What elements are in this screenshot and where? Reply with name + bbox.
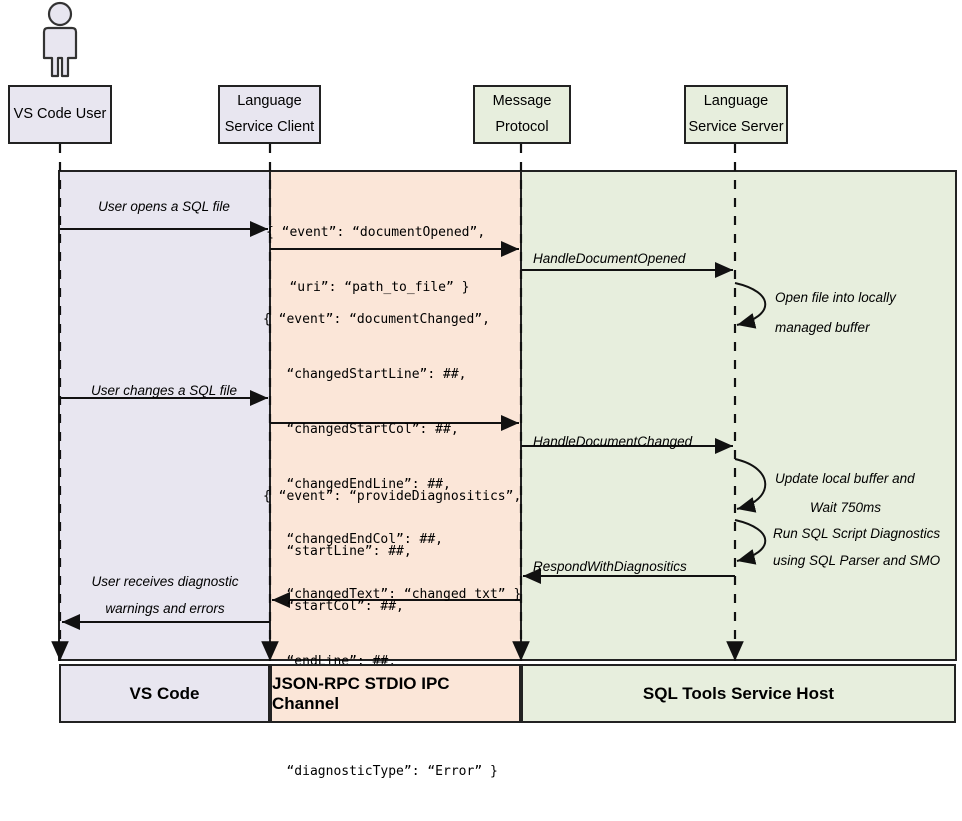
message-arrows <box>60 221 735 630</box>
payload-line: { “event”: “documentOpened”, <box>266 225 486 240</box>
participant-message-protocol[interactable]: Message Protocol <box>473 85 571 144</box>
self-loop-arrows <box>734 282 767 565</box>
participant-label-line2: Protocol <box>495 118 549 135</box>
footer-label: SQL Tools Service Host <box>642 683 835 703</box>
participant-label-line1: Message <box>492 93 552 110</box>
message-label-user-receives-diagnostics-line1: User receives diagnostic <box>91 574 239 589</box>
message-label-user-opens-sql-file: User opens a SQL file <box>98 199 230 214</box>
payload-line: “changedEndLine”: ##, <box>263 477 451 492</box>
vs-code-band <box>58 170 271 661</box>
participant-label: VS Code User <box>13 105 107 122</box>
participant-label-line2: Service Client <box>224 118 315 135</box>
sequence-diagram-canvas: VS Code User Language Service Client Mes… <box>8 1 957 778</box>
participant-label-line2: Service Server <box>688 118 784 135</box>
footer-vs-code[interactable]: VS Code <box>59 664 270 723</box>
note-run-diagnostics-line2: using SQL Parser and SMO <box>773 553 941 568</box>
participant-language-service-client[interactable]: Language Service Client <box>218 85 321 144</box>
footer-service-host[interactable]: SQL Tools Service Host <box>521 664 956 723</box>
note-update-buffer-line1: Update local buffer and <box>775 471 915 486</box>
payload-line: “changedEndCol”: ##, <box>263 532 444 547</box>
message-label-handle-document-opened: HandleDocumentOpened <box>533 251 686 266</box>
note-run-diagnostics-line1: Run SQL Script Diagnostics <box>773 526 941 541</box>
message-label-user-receives-diagnostics-line2: warnings and errors <box>105 601 225 616</box>
payload-line: “changedStartCol”: ##, <box>263 422 459 437</box>
note-open-file-line1: Open file into locally <box>775 290 896 305</box>
ipc-band <box>269 170 522 661</box>
footer-label: VS Code <box>129 683 200 703</box>
payload-line: “startLine”: ##, <box>263 544 412 559</box>
participant-language-service-server[interactable]: Language Service Server <box>684 85 788 144</box>
provide-diagnositics-payload: { “event”: “provideDiagnositics”, “start… <box>263 464 521 820</box>
payload-line: “diagnosticType”: “Error” } <box>263 764 498 779</box>
participant-label-line1: Language <box>703 93 769 110</box>
vs-code-user-actor <box>42 1 78 78</box>
participant-label-line1: Language <box>237 93 302 110</box>
document-changed-payload: { “event”: “documentChanged”, “changedSt… <box>263 287 521 643</box>
document-opened-payload: { “event”: “documentOpened”, “uri”: “pat… <box>266 200 485 336</box>
payload-line: { “event”: “provideDiagnositics”, <box>263 489 522 504</box>
payload-line: “uri”: “path_to_file” } <box>266 280 470 295</box>
self-loop-update-buffer <box>734 458 767 513</box>
self-loop-open-file <box>734 282 767 329</box>
bands-group <box>58 170 957 661</box>
self-loop-run-diagnostics <box>734 519 767 565</box>
note-open-file-line2: managed buffer <box>775 320 870 335</box>
message-label-user-changes-sql-file: User changes a SQL file <box>90 383 238 398</box>
note-update-buffer-line2: Wait 750ms <box>810 500 882 515</box>
payload-line: “changedText”: “changed txt” } <box>263 587 522 602</box>
service-host-band <box>520 170 957 661</box>
message-label-handle-document-changed: HandleDocumentChanged <box>533 434 693 449</box>
participant-vs-code-user[interactable]: VS Code User <box>8 85 112 144</box>
lifeline-terminators <box>51 641 744 661</box>
diagram-svg <box>42 1 957 661</box>
payload-line: { “event”: “documentChanged”, <box>263 312 490 327</box>
footer-ipc-channel[interactable]: JSON-RPC STDIO IPC Channel <box>270 664 521 723</box>
footer-label: JSON-RPC STDIO IPC Channel <box>272 673 450 713</box>
message-label-respond-with-diagnositics: RespondWithDiagnositics <box>533 559 687 574</box>
payload-line: “changedStartLine”: ##, <box>263 367 467 382</box>
payload-line: “startCol”: ##, <box>263 599 404 614</box>
